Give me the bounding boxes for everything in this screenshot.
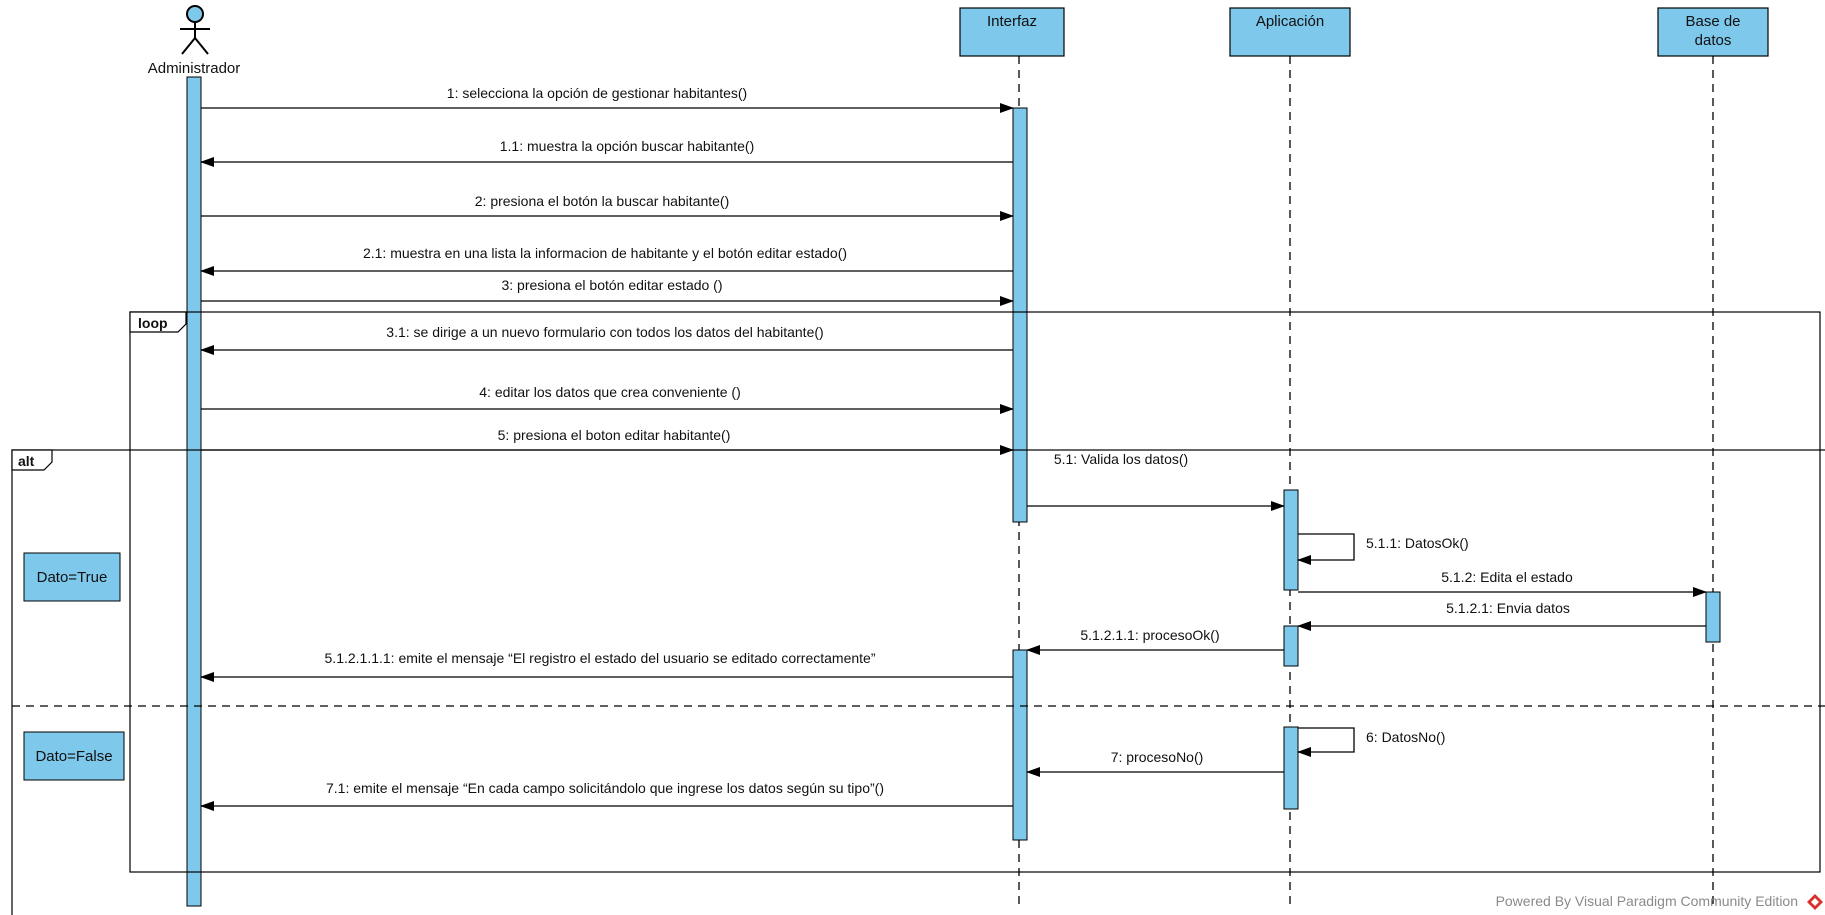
svg-text:Dato=True: Dato=True <box>37 569 108 586</box>
message-label-1-1: 1.1: muestra la opción buscar habitante(… <box>500 138 754 154</box>
message-label-6: 6: DatosNo() <box>1366 729 1445 745</box>
message-label-1: 1: selecciona la opción de gestionar hab… <box>447 85 747 101</box>
message-label-2-1: 2.1: muestra en una lista la informacion… <box>363 245 847 261</box>
activation-aplicacion-3 <box>1283 726 1299 810</box>
activation-interfaz-2 <box>1012 649 1028 841</box>
message-label-3-1: 3.1: se dirige a un nuevo formulario con… <box>386 324 823 340</box>
loop-fragment[interactable]: loop <box>129 311 1821 873</box>
activation-base-de-datos <box>1705 591 1721 643</box>
alt-label: alt <box>18 453 35 469</box>
participant-bd-label-line1: Base de <box>1685 13 1740 30</box>
participant-interfaz[interactable]: Interfaz <box>959 7 1065 57</box>
participant-interfaz-label: Interfaz <box>987 13 1037 30</box>
svg-text:Dato=False: Dato=False <box>35 748 112 765</box>
message-label-5-1-1: 5.1.1: DatosOk() <box>1366 535 1469 551</box>
message-arrow-5-1-1 <box>1297 533 1355 565</box>
stick-figure-actor-icon <box>180 5 210 55</box>
message-label-5-1-2: 5.1.2: Edita el estado <box>1441 569 1573 585</box>
message-label-5-1: 5.1: Valida los datos() <box>1054 451 1188 467</box>
watermark: Powered By Visual Paradigm Community Edi… <box>1496 893 1823 910</box>
visual-paradigm-logo-icon <box>1807 894 1823 910</box>
message-label-4: 4: editar los datos que crea conveniente… <box>479 384 741 400</box>
actor-name: Administrador <box>148 60 241 77</box>
message-arrow-6 <box>1297 727 1355 757</box>
activation-interfaz-1 <box>1012 107 1028 523</box>
activation-administrador <box>186 76 202 907</box>
guard-dato-true: Dato=True <box>23 552 121 602</box>
message-label-5-1-2-1-1-1: 5.1.2.1.1.1: emite el mensaje “El regist… <box>325 650 876 666</box>
activation-aplicacion-1 <box>1283 489 1299 591</box>
watermark-text: Powered By Visual Paradigm Community Edi… <box>1496 893 1798 909</box>
participant-base-de-datos[interactable]: Base de datos <box>1657 7 1769 57</box>
message-label-2: 2: presiona el botón la buscar habitante… <box>475 193 730 209</box>
loop-label: loop <box>138 315 168 331</box>
message-label-5: 5: presiona el boton editar habitante() <box>498 427 731 443</box>
participant-bd-label-line2: datos <box>1695 32 1732 49</box>
message-label-7-1: 7.1: emite el mensaje “En cada campo sol… <box>326 780 884 796</box>
message-label-7: 7: procesoNo() <box>1111 749 1204 765</box>
alt-fragment[interactable]: alt <box>11 449 1825 915</box>
actor-administrador[interactable]: Administrador <box>148 5 241 77</box>
activation-aplicacion-2 <box>1283 625 1299 667</box>
guard-dato-false: Dato=False <box>23 731 125 781</box>
message-labels: 1: selecciona la opción de gestionar hab… <box>325 85 1573 796</box>
message-label-5-1-2-1: 5.1.2.1: Envia datos <box>1446 600 1570 616</box>
message-label-3: 3: presiona el botón editar estado () <box>501 277 722 293</box>
participant-aplicacion[interactable]: Aplicación <box>1229 7 1351 57</box>
participant-aplicacion-label: Aplicación <box>1256 13 1324 30</box>
message-label-5-1-2-1-1: 5.1.2.1.1: procesoOk() <box>1080 627 1219 643</box>
